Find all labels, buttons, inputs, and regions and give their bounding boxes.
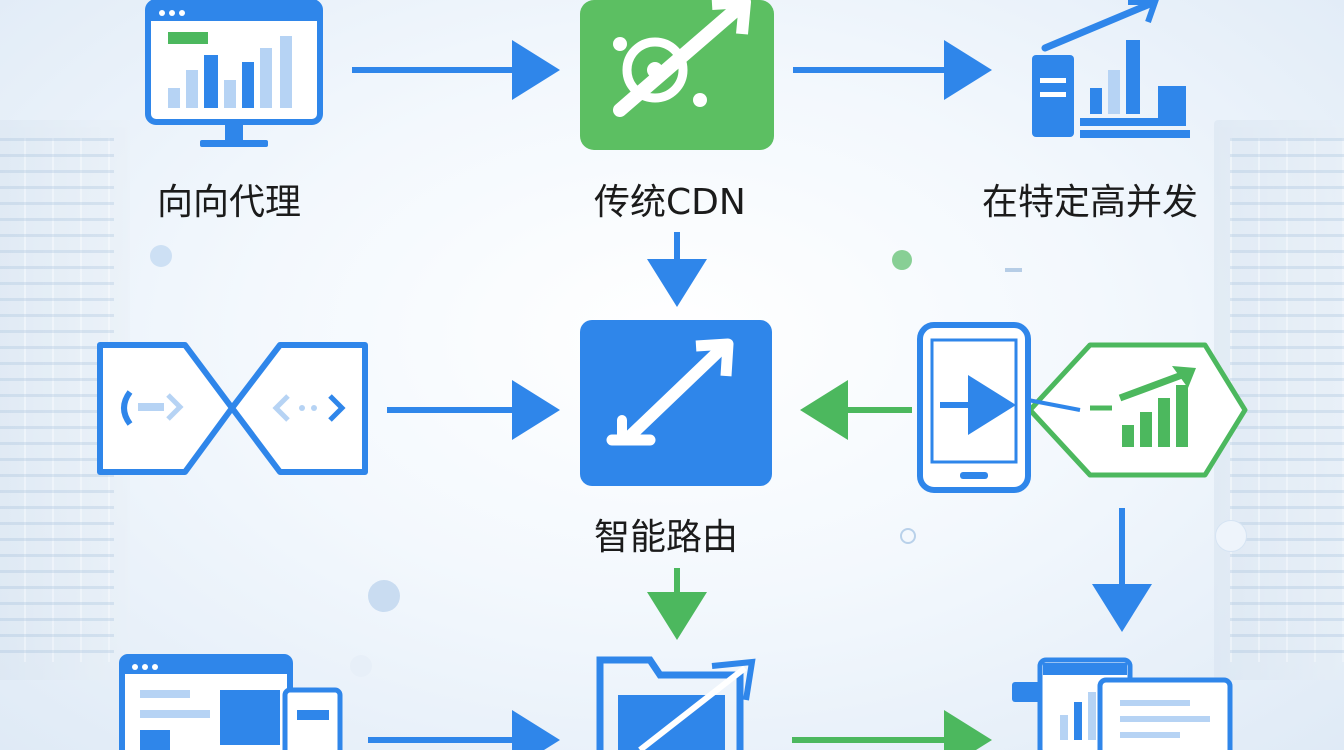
deco-dot — [150, 245, 172, 267]
deco-dot — [900, 528, 916, 544]
cdn-gear-arrow-icon — [580, 0, 774, 150]
smart-routing-icon — [580, 320, 772, 486]
deco-dot — [892, 250, 912, 270]
label-forward-proxy: 向向代理 — [157, 182, 302, 223]
mobile-growth-icon — [917, 322, 1248, 493]
deco-dot — [1215, 520, 1247, 552]
label-traditional-cdn: 传统CDN — [594, 182, 746, 223]
bidirectional-proxy-icon — [97, 342, 368, 475]
label-smart-routing: 智能路由 — [594, 517, 739, 558]
deco-dot — [350, 655, 372, 677]
analytics-panel-icon — [1012, 657, 1233, 750]
label-high-concurrency: 在特定高并发 — [982, 182, 1199, 223]
monitor-dashboard-icon — [145, 0, 323, 147]
folder-export-icon — [596, 656, 756, 750]
growth-chart-icon — [1032, 0, 1190, 138]
deco-dot — [368, 580, 400, 612]
browser-windows-icon — [119, 654, 343, 750]
